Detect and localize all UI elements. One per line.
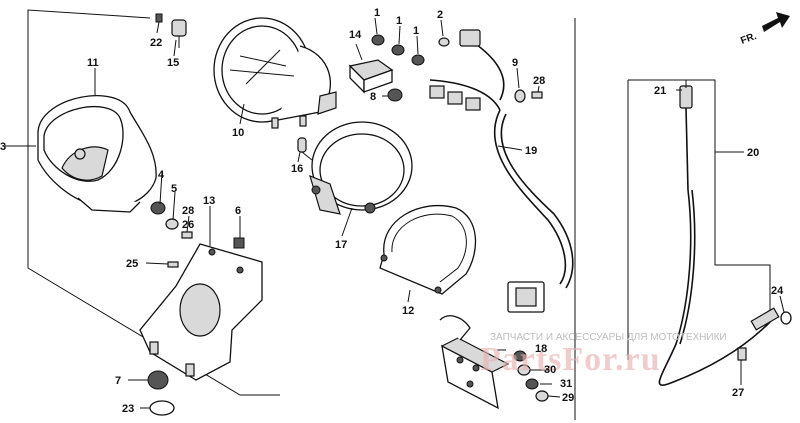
callout-18: 18 [535, 343, 547, 355]
callout-20: 20 [747, 147, 759, 159]
watermark-logo: PartsFor.ru [480, 341, 661, 378]
callout-6: 6 [235, 205, 241, 217]
callout-25: 25 [126, 258, 138, 270]
part-indicator-unit [348, 59, 394, 94]
callout-22: 22 [150, 37, 162, 49]
callout-9: 9 [512, 57, 518, 69]
part-speedo-cable [658, 80, 792, 386]
callout-26: 26 [182, 219, 194, 231]
callout-30: 30 [544, 364, 556, 376]
part-meter-case [37, 95, 157, 213]
callout-23: 23 [122, 403, 134, 415]
callout-10: 10 [232, 127, 244, 139]
callout-27: 27 [732, 387, 744, 399]
callout-16: 16 [291, 163, 303, 175]
watermark: ЗАПЧАСТИ И АКСЕССУАРЫ ДЛЯ МОТОТЕХНИКИ Pa… [480, 332, 727, 378]
callout-28: 28 [533, 75, 545, 87]
part-trip-knob [155, 13, 187, 48]
callout-4: 4 [158, 169, 165, 181]
callout-8: 8 [370, 91, 376, 103]
callout-24: 24 [771, 285, 784, 297]
watermark-caption: ЗАПЧАСТИ И АКСЕССУАРЫ ДЛЯ МОТОТЕХНИКИ [490, 332, 727, 343]
part-meter-bracket [139, 243, 263, 381]
callout-5: 5 [171, 183, 177, 195]
callout-1: 1 [413, 25, 419, 37]
callout-12: 12 [402, 305, 414, 317]
part-gasket [379, 204, 477, 295]
callout-11: 11 [87, 57, 99, 69]
callout-31: 31 [560, 378, 572, 390]
callout-1: 1 [396, 15, 402, 27]
part-mount-plate [439, 315, 510, 410]
front-direction-indicator: FR. [739, 12, 790, 47]
front-arrow-icon [762, 12, 790, 32]
front-direction-label: FR. [739, 31, 758, 47]
callout-1: 1 [374, 7, 380, 19]
part-bulb-socket [297, 137, 313, 161]
part-wire-harness [429, 29, 574, 313]
leader-lines [94, 17, 785, 409]
callout-19: 19 [525, 145, 537, 157]
callout-13: 13 [203, 195, 215, 207]
callout-21: 21 [654, 85, 666, 97]
callout-29: 29 [562, 392, 574, 404]
callout-7: 7 [115, 375, 121, 387]
callout-3: 3 [0, 141, 6, 153]
callout-17: 17 [335, 239, 347, 251]
part-speedometer [213, 17, 337, 129]
callout-14: 14 [349, 29, 362, 41]
part-meter-band [309, 121, 413, 215]
callout-2: 2 [437, 9, 443, 21]
callout-15: 15 [167, 57, 179, 69]
callout-labels: 1 1 1 2 3 4 5 6 7 8 9 10 11 12 13 14 15 … [0, 7, 784, 415]
callout-28: 28 [182, 205, 194, 217]
